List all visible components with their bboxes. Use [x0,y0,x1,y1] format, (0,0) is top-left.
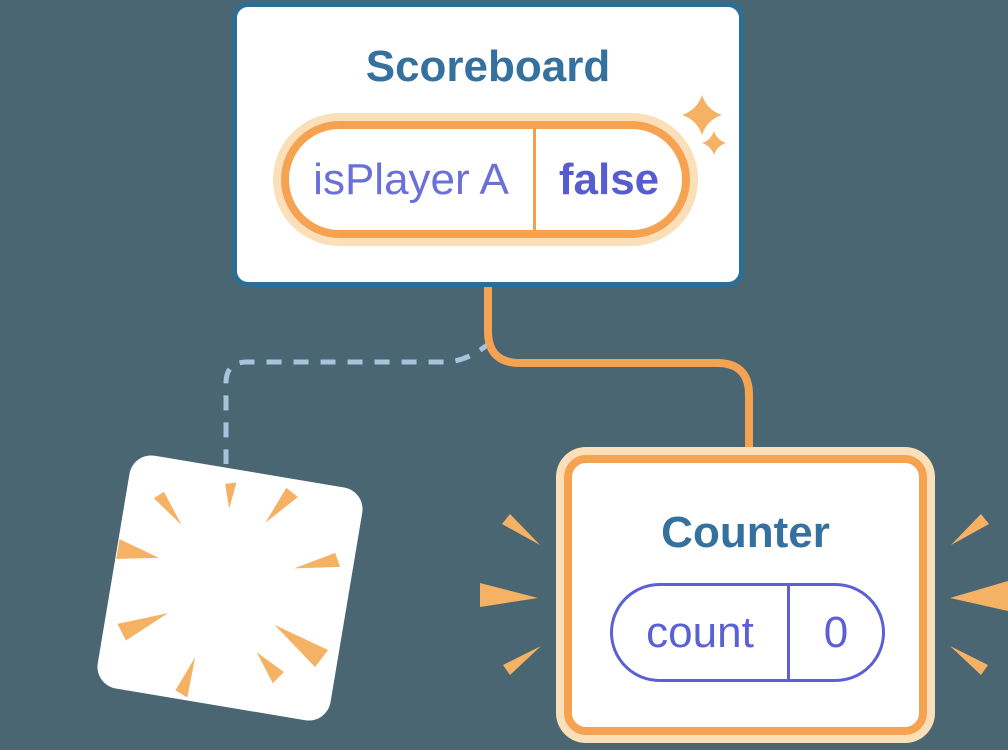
emphasis-marks-left-icon [480,514,541,675]
counter-component-card: Counter count 0 [564,455,927,735]
counter-title: Counter [661,508,830,557]
scoreboard-state-value: false [558,154,660,204]
orange-connector-line [484,285,753,453]
scoreboard-title: Scoreboard [365,42,611,91]
dashed-connector-line [223,339,494,464]
sparkles-icon [682,95,726,155]
emphasis-marks-right-icon [950,514,1008,675]
poof-rays [116,482,340,698]
scoreboard-state-label: isPlayer A [313,154,509,204]
counter-state-value: 0 [823,607,849,657]
poof-burst-icon [94,452,366,724]
scoreboard-component-card: Scoreboard isPlayer A false [232,2,744,287]
scoreboard-state-pill: isPlayer A false [281,121,690,238]
counter-state-pill: count 0 [610,583,885,682]
pill-divider [533,129,536,230]
pill-divider [787,586,790,679]
counter-state-label: count [646,607,754,657]
